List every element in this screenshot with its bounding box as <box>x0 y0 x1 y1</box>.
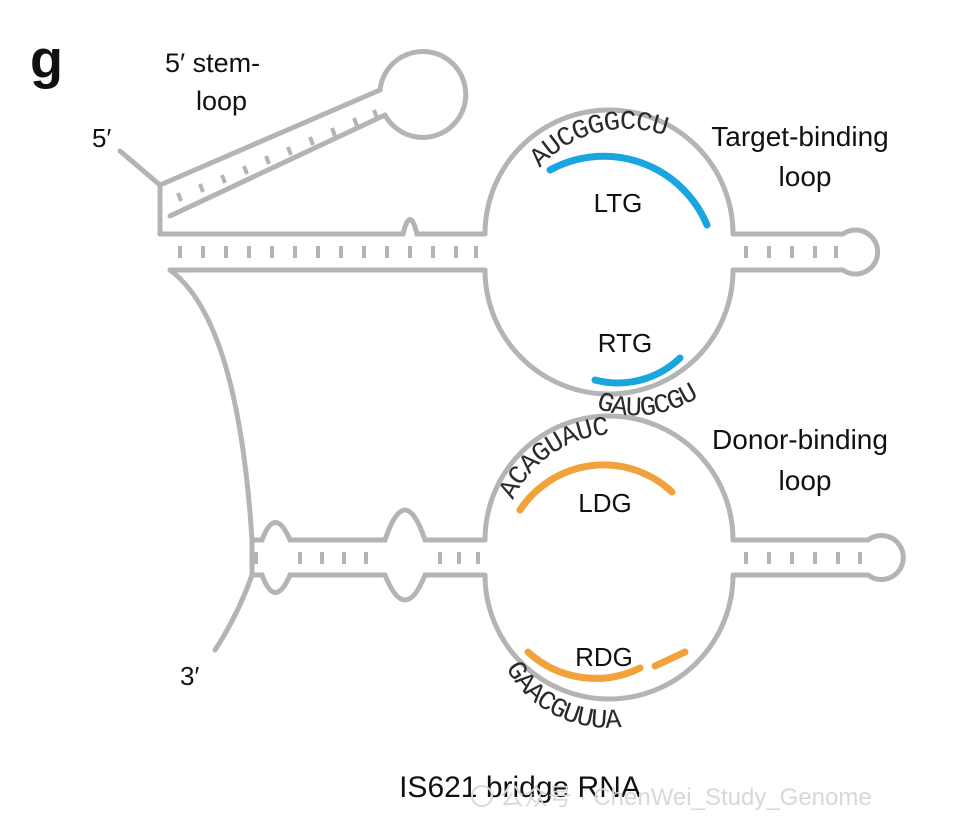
lower-helix-bottom-strand <box>249 572 488 603</box>
panel-letter: g <box>30 30 63 90</box>
target-loop-label-line2: loop <box>779 161 832 192</box>
base-pair-ticks <box>176 109 862 564</box>
stem-loop-strand-upper <box>157 87 383 188</box>
three-prime-tail <box>212 572 255 653</box>
watermark-text: 公众号 · ChenWei_Study_Genome <box>500 784 872 811</box>
donor-loop-label-line2: loop <box>779 465 832 496</box>
stem-loop-strand-lower <box>167 112 388 219</box>
stem-loop-cap <box>377 48 469 140</box>
ltg-arc <box>546 152 711 229</box>
rtg-label: RTG <box>598 328 652 358</box>
target-loop-upper-arc <box>482 107 736 237</box>
ltg-label: LTG <box>594 188 643 218</box>
lower-helix-top-strand <box>249 507 488 543</box>
donor-hairpin-cap <box>865 533 906 582</box>
stem-loop-label-line1: 5′ stem- <box>165 48 260 78</box>
target-loop-lower-arc <box>482 267 736 397</box>
binding-regions <box>516 152 711 682</box>
bridge-connector-strand <box>167 267 255 543</box>
three-prime-label: 3′ <box>180 661 199 691</box>
upper-helix-top-strand <box>157 217 488 237</box>
wechat-icon <box>471 785 493 807</box>
ldg-label: LDG <box>578 488 631 518</box>
figure-caption: IS621 bridge RNA <box>399 771 641 804</box>
donor-loop-upper-arc <box>482 413 736 543</box>
stem-loop-label-line2: loop <box>196 86 247 116</box>
rtg-arc <box>591 354 684 387</box>
target-hairpin-cap <box>840 227 881 277</box>
rna-backbone <box>117 48 906 702</box>
donor-loop-lower-arc <box>482 572 736 702</box>
rdg-arc-right <box>651 648 689 670</box>
watermark: 公众号 · ChenWei_Study_Genome <box>471 784 872 811</box>
donor-loop-label-line1: Donor-binding <box>712 424 888 455</box>
five-prime-tail <box>117 148 163 188</box>
five-prime-label: 5′ <box>92 123 111 153</box>
target-loop-label-line1: Target-binding <box>711 121 888 152</box>
rdg-label: RDG <box>575 642 633 672</box>
rdg-arc-left <box>524 648 644 682</box>
ldg-arc <box>516 461 676 514</box>
